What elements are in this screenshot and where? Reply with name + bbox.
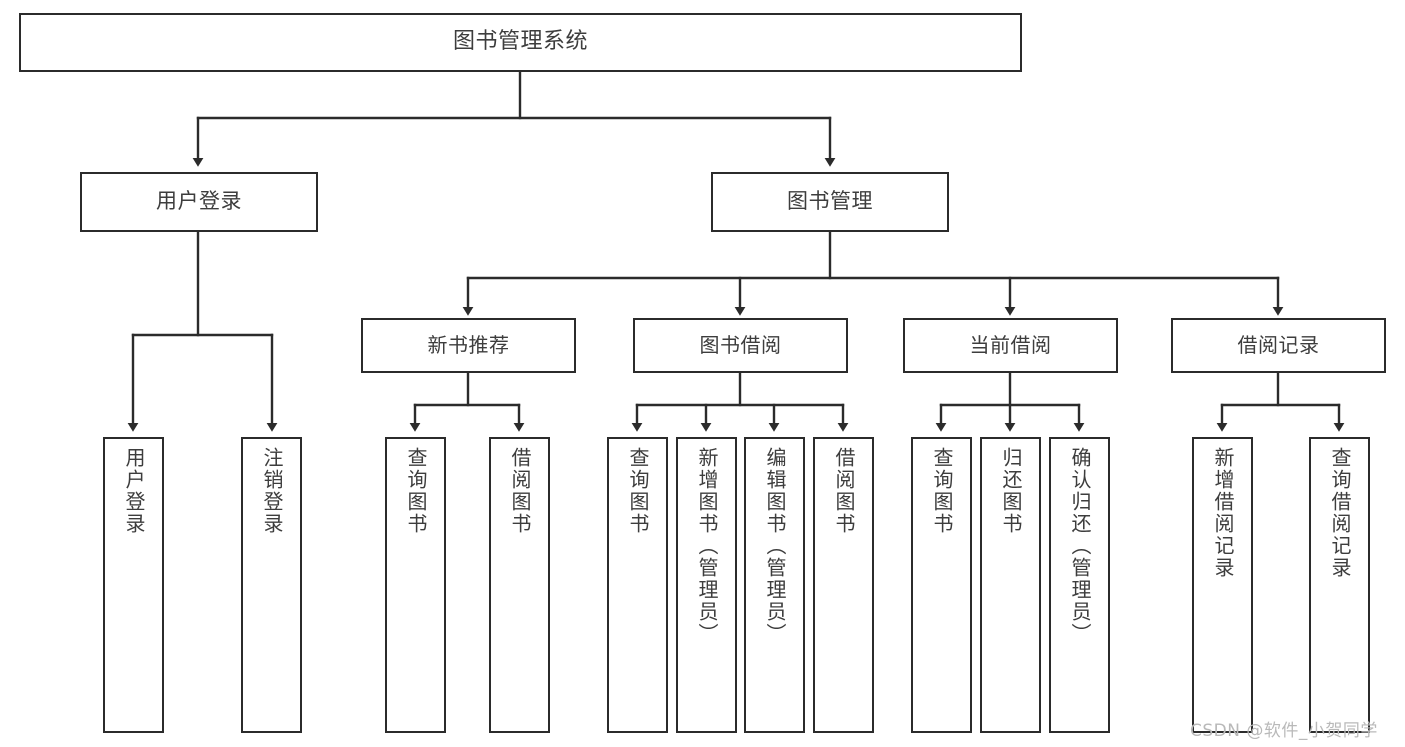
leaf-user-login-logout[interactable]: 注销登录 xyxy=(241,437,302,733)
csdn-watermark: CSDN @软件_小贺同学 xyxy=(1190,721,1378,741)
leaf-current-borrow-confirm-return[interactable]: 确认归还（管理员） xyxy=(1049,437,1110,733)
leaf-book-borrow-edit[interactable]: 编辑图书（管理员） xyxy=(744,437,805,733)
node-label: 借阅图书 xyxy=(832,447,856,535)
node-new-book-recommend[interactable]: 新书推荐 xyxy=(361,318,576,373)
node-borrow-record[interactable]: 借阅记录 xyxy=(1171,318,1386,373)
node-label: 确认归还（管理员） xyxy=(1068,447,1092,645)
node-label: 图书管理系统 xyxy=(452,29,588,55)
node-label: 当前借阅 xyxy=(969,333,1052,358)
node-root-system[interactable]: 图书管理系统 xyxy=(19,13,1022,72)
leaf-new-book-borrow[interactable]: 借阅图书 xyxy=(489,437,550,733)
node-label: 用户登录 xyxy=(156,189,242,214)
node-label: 查询图书 xyxy=(404,447,428,535)
node-label: 新书推荐 xyxy=(427,333,510,358)
node-label: 新增借阅记录 xyxy=(1211,447,1235,579)
leaf-book-borrow-borrow[interactable]: 借阅图书 xyxy=(813,437,874,733)
leaf-new-book-query[interactable]: 查询图书 xyxy=(385,437,446,733)
node-label: 注销登录 xyxy=(260,447,284,535)
node-label: 图书管理 xyxy=(787,189,873,214)
leaf-book-borrow-query[interactable]: 查询图书 xyxy=(607,437,668,733)
node-book-borrow[interactable]: 图书借阅 xyxy=(633,318,848,373)
node-label: 查询借阅记录 xyxy=(1328,447,1352,579)
node-label: 归还图书 xyxy=(999,447,1023,535)
node-label: 查询图书 xyxy=(626,447,650,535)
leaf-borrow-record-query[interactable]: 查询借阅记录 xyxy=(1309,437,1370,733)
node-current-borrow[interactable]: 当前借阅 xyxy=(903,318,1118,373)
node-label: 用户登录 xyxy=(122,447,146,535)
node-label: 编辑图书（管理员） xyxy=(763,447,787,645)
node-label: 图书借阅 xyxy=(699,333,782,358)
node-label: 借阅图书 xyxy=(508,447,532,535)
leaf-user-login-login[interactable]: 用户登录 xyxy=(103,437,164,733)
leaf-current-borrow-query[interactable]: 查询图书 xyxy=(911,437,972,733)
leaf-book-borrow-add[interactable]: 新增图书（管理员） xyxy=(676,437,737,733)
node-label: 查询图书 xyxy=(930,447,954,535)
node-label: 借阅记录 xyxy=(1237,333,1320,358)
node-label: 新增图书（管理员） xyxy=(695,447,719,645)
node-book-management[interactable]: 图书管理 xyxy=(711,172,949,232)
leaf-borrow-record-add[interactable]: 新增借阅记录 xyxy=(1192,437,1253,733)
node-user-login[interactable]: 用户登录 xyxy=(80,172,318,232)
leaf-current-borrow-return[interactable]: 归还图书 xyxy=(980,437,1041,733)
